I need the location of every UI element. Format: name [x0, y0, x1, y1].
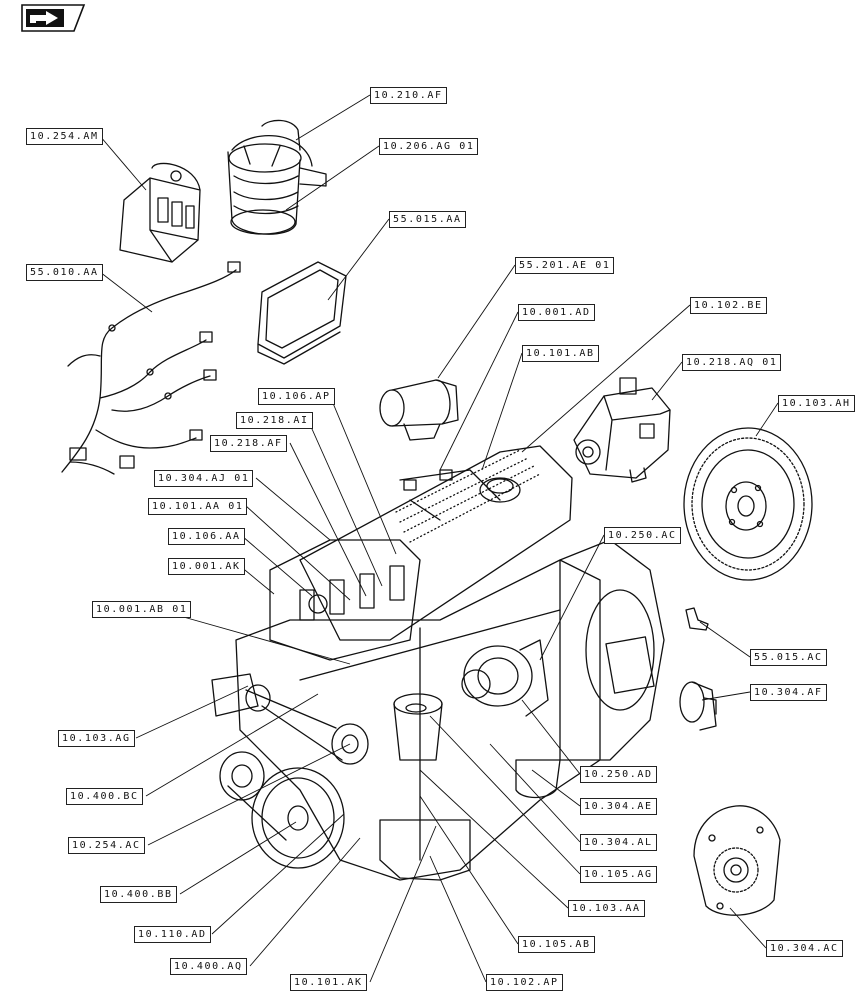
callout-10-106-ap[interactable]: 10.106.AP	[258, 388, 335, 405]
callout-10-304-al[interactable]: 10.304.AL	[580, 834, 657, 851]
callout-10-400-aq[interactable]: 10.400.AQ	[170, 958, 247, 975]
callout-10-304-ac[interactable]: 10.304.AC	[766, 940, 843, 957]
callout-55-201-ae-01[interactable]: 55.201.AE 01	[515, 257, 615, 274]
callout-10-001-ab-01[interactable]: 10.001.AB 01	[92, 601, 192, 618]
callout-10-103-aa[interactable]: 10.103.AA	[568, 900, 645, 917]
callout-55-010-aa[interactable]: 55.010.AA	[26, 264, 103, 281]
fuel-pump-drawing	[573, 377, 671, 483]
callout-55-015-aa[interactable]: 55.015.AA	[389, 211, 466, 228]
callout-10-103-ah[interactable]: 10.103.AH	[778, 395, 855, 412]
callout-55-015-ac[interactable]: 55.015.AC	[750, 649, 827, 666]
callout-10-304-aj-01[interactable]: 10.304.AJ 01	[154, 470, 254, 487]
relay-box-drawing	[119, 162, 201, 263]
callout-10-103-ag[interactable]: 10.103.AG	[58, 730, 135, 747]
flywheel-drawing	[683, 427, 813, 581]
ecu-drawing	[257, 261, 347, 365]
callout-10-102-ap[interactable]: 10.102.AP	[486, 974, 563, 991]
callout-10-206-ag-01[interactable]: 10.206.AG 01	[379, 138, 479, 155]
wiring-harness-drawing	[61, 261, 241, 475]
callout-10-102-be[interactable]: 10.102.BE	[690, 297, 767, 314]
leader-lines	[99, 94, 779, 983]
callout-10-254-ac[interactable]: 10.254.AC	[68, 837, 145, 854]
callout-10-400-bb[interactable]: 10.400.BB	[100, 886, 177, 903]
callout-10-218-aq-01[interactable]: 10.218.AQ 01	[682, 354, 782, 371]
callout-10-218-ai[interactable]: 10.218.AI	[236, 412, 313, 429]
engine-block-drawing	[211, 445, 665, 881]
callout-10-218-af[interactable]: 10.218.AF	[210, 435, 287, 452]
callout-10-250-ad[interactable]: 10.250.AD	[580, 766, 657, 783]
callout-10-101-aa-01[interactable]: 10.101.AA 01	[148, 498, 248, 515]
callout-10-250-ac[interactable]: 10.250.AC	[604, 527, 681, 544]
sensor-drawing	[685, 607, 709, 631]
callout-10-105-ag[interactable]: 10.105.AG	[580, 866, 657, 883]
callout-10-101-ak[interactable]: 10.101.AK	[290, 974, 367, 991]
callout-10-400-bc[interactable]: 10.400.BC	[66, 788, 143, 805]
callout-10-001-ak[interactable]: 10.001.AK	[168, 558, 245, 575]
callout-10-254-am[interactable]: 10.254.AM	[26, 128, 103, 145]
oil-pump-drawing	[693, 805, 781, 916]
starter-motor-drawing	[379, 379, 459, 441]
callout-10-101-ab[interactable]: 10.101.AB	[522, 345, 599, 362]
thermostat-housing-drawing	[679, 681, 717, 731]
callout-10-210-af[interactable]: 10.210.AF	[370, 87, 447, 104]
page-arrow-icon[interactable]	[20, 3, 86, 33]
callout-10-001-ad[interactable]: 10.001.AD	[518, 304, 595, 321]
fuel-filter-drawing	[227, 119, 327, 235]
callout-10-304-ae[interactable]: 10.304.AE	[580, 798, 657, 815]
callout-10-110-ad[interactable]: 10.110.AD	[134, 926, 211, 943]
callout-10-304-af[interactable]: 10.304.AF	[750, 684, 827, 701]
callout-10-106-aa[interactable]: 10.106.AA	[168, 528, 245, 545]
callout-10-105-ab[interactable]: 10.105.AB	[518, 936, 595, 953]
